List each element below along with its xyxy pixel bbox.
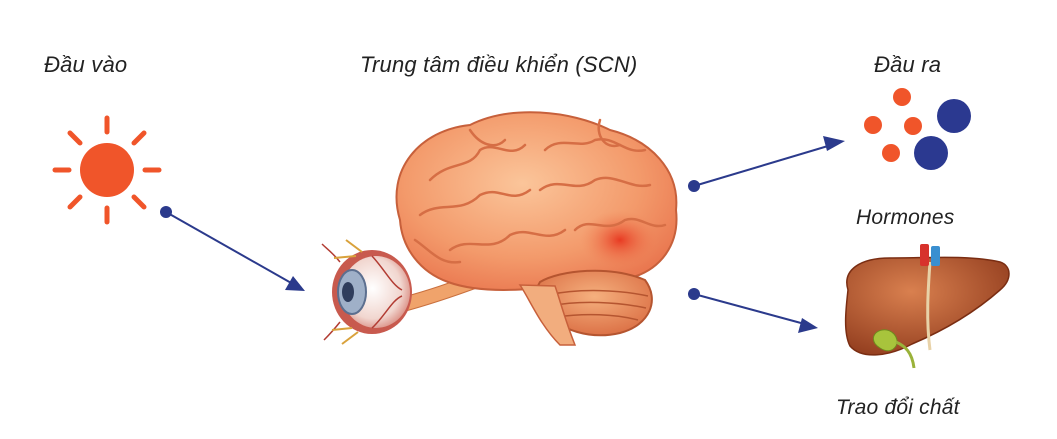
output-label: Đầu ra — [874, 52, 942, 77]
liver-icon — [844, 244, 1010, 369]
brain-icon — [395, 111, 678, 346]
hormone-dots-icon — [864, 88, 971, 170]
control-center-label: Trung tâm điều khiển (SCN) — [360, 52, 638, 77]
hormones-label: Hormones — [856, 206, 955, 229]
arrow-to-metabolism — [688, 288, 818, 333]
input-label: Đầu vào — [44, 52, 128, 77]
metabolism-label: Trao đổi chất — [836, 396, 960, 419]
arrow-input-to-eye — [160, 206, 305, 291]
sun-icon — [52, 115, 162, 225]
arrow-to-hormones — [688, 136, 845, 192]
eye-icon — [321, 239, 412, 345]
